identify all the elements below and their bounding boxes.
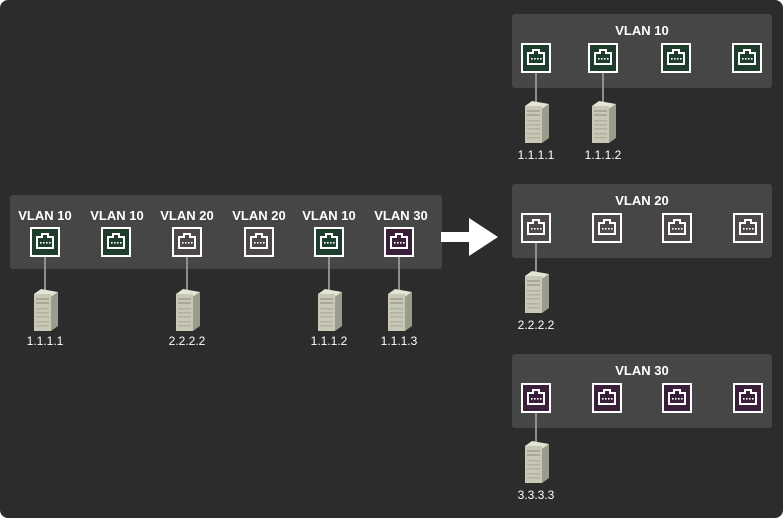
ethernet-port-icon xyxy=(733,383,763,413)
ethernet-port-icon xyxy=(592,383,622,413)
ethernet-port-icon xyxy=(30,227,60,257)
ethernet-port-icon xyxy=(244,227,274,257)
vlan10-switch-panel xyxy=(512,14,772,88)
server-ip-label: 3.3.3.3 xyxy=(517,488,555,502)
server-ip-label: 2.2.2.2 xyxy=(517,318,555,332)
server-tower-icon xyxy=(521,440,551,484)
ethernet-port-icon xyxy=(661,43,691,73)
cable-line xyxy=(328,257,330,291)
server-tower-icon xyxy=(521,270,551,314)
ethernet-port-icon xyxy=(521,43,551,73)
server-ip-label: 1.1.1.1 xyxy=(26,334,64,348)
ethernet-port-icon xyxy=(662,213,692,243)
server-tower-icon xyxy=(314,288,344,332)
ethernet-port-icon xyxy=(521,383,551,413)
ethernet-port-icon xyxy=(172,227,202,257)
cable-line xyxy=(535,73,537,105)
server-ip-label: 1.1.1.1 xyxy=(517,148,555,162)
ethernet-port-icon xyxy=(733,213,763,243)
server-ip-label: 1.1.1.2 xyxy=(584,148,622,162)
vlan30-switch-title: VLAN 30 xyxy=(615,363,669,378)
server-tower-icon xyxy=(172,288,202,332)
server-tower-icon xyxy=(521,100,551,144)
vlan20-switch-title: VLAN 20 xyxy=(615,193,669,208)
left-port-1-vlan-label: VLAN 10 xyxy=(18,208,72,223)
cable-line xyxy=(535,243,537,275)
ethernet-port-icon xyxy=(592,213,622,243)
left-port-4-vlan-label: VLAN 20 xyxy=(232,208,286,223)
ethernet-port-icon xyxy=(662,383,692,413)
ethernet-port-icon xyxy=(521,213,551,243)
left-port-3-vlan-label: VLAN 20 xyxy=(160,208,214,223)
vlan20-switch-panel xyxy=(512,184,772,258)
server-tower-icon xyxy=(588,100,618,144)
ethernet-port-icon xyxy=(101,227,131,257)
left-port-6-vlan-label: VLAN 30 xyxy=(374,208,428,223)
vlan10-switch-title: VLAN 10 xyxy=(615,23,669,38)
cable-line xyxy=(44,257,46,291)
server-tower-icon xyxy=(30,288,60,332)
left-port-2-vlan-label: VLAN 10 xyxy=(90,208,144,223)
cable-line xyxy=(535,413,537,445)
cable-line xyxy=(602,73,604,105)
arrow-right-icon xyxy=(441,218,498,256)
server-ip-label: 1.1.1.3 xyxy=(380,334,418,348)
left-port-5-vlan-label: VLAN 10 xyxy=(302,208,356,223)
ethernet-port-icon xyxy=(314,227,344,257)
left-switch-panel xyxy=(10,195,442,269)
ethernet-port-icon xyxy=(732,43,762,73)
server-ip-label: 1.1.1.2 xyxy=(310,334,348,348)
server-ip-label: 2.2.2.2 xyxy=(168,334,206,348)
cable-line xyxy=(186,257,188,291)
ethernet-port-icon xyxy=(384,227,414,257)
server-tower-icon xyxy=(384,288,414,332)
vlan30-switch-panel xyxy=(512,354,772,428)
cable-line xyxy=(398,257,400,291)
ethernet-port-icon xyxy=(588,43,618,73)
